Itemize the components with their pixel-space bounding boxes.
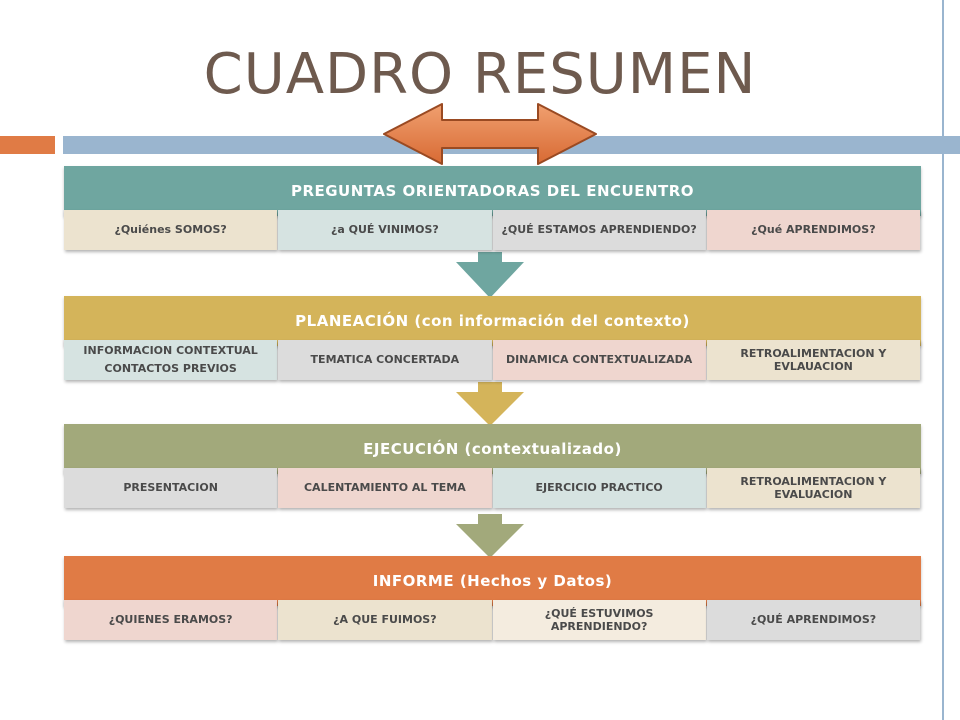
cell: INFORMACION CONTEXTUAL CONTACTOS PREVIOS — [64, 340, 278, 380]
band-cells: ¿Quiénes SOMOS? ¿a QUÉ VINIMOS? ¿QUÉ EST… — [64, 210, 921, 250]
cell: ¿QUÉ APRENDIMOS? — [706, 600, 920, 640]
cell: ¿Quiénes SOMOS? — [64, 210, 278, 250]
cell: ¿QUÉ ESTUVIMOS APRENDIENDO? — [492, 600, 706, 640]
band-cells: PRESENTACION CALENTAMIENTO AL TEMA EJERC… — [64, 468, 921, 508]
accent-bar-orange — [0, 136, 55, 154]
band-heading: PLANEACIÓN (con información del contexto… — [64, 296, 921, 346]
down-arrow-icon — [456, 252, 524, 298]
band-heading: INFORME (Hechos y Datos) — [64, 556, 921, 606]
band-heading: EJECUCIÓN (contextualizado) — [64, 424, 921, 474]
band-cells: ¿QUIENES ERAMOS? ¿A QUE FUIMOS? ¿QUÉ EST… — [64, 600, 921, 640]
cell: ¿a QUÉ VINIMOS? — [278, 210, 492, 250]
cell: ¿A QUE FUIMOS? — [278, 600, 492, 640]
cell: ¿QUÉ ESTAMOS APRENDIENDO? — [492, 210, 706, 250]
cell: EJERCICIO PRACTICO — [492, 468, 706, 508]
cell: DINAMICA CONTEXTUALIZADA — [492, 340, 706, 380]
cell: ¿Qué APRENDIMOS? — [706, 210, 920, 250]
cell: RETROALIMENTACION Y EVLAUACION — [706, 340, 920, 380]
cell: ¿QUIENES ERAMOS? — [64, 600, 278, 640]
cell: RETROALIMENTACION Y EVALUACION — [706, 468, 920, 508]
page-title: CUADRO RESUMEN — [203, 42, 757, 107]
down-arrow-icon — [456, 382, 524, 426]
band-heading: PREGUNTAS ORIENTADORAS DEL ENCUENTRO — [64, 166, 921, 216]
down-arrow-icon — [456, 514, 524, 558]
divider-line — [942, 0, 944, 720]
cell: PRESENTACION — [64, 468, 278, 508]
cell: CALENTAMIENTO AL TEMA — [278, 468, 492, 508]
band-cells: INFORMACION CONTEXTUAL CONTACTOS PREVIOS… — [64, 340, 921, 380]
cell: TEMATICA CONCERTADA — [278, 340, 492, 380]
